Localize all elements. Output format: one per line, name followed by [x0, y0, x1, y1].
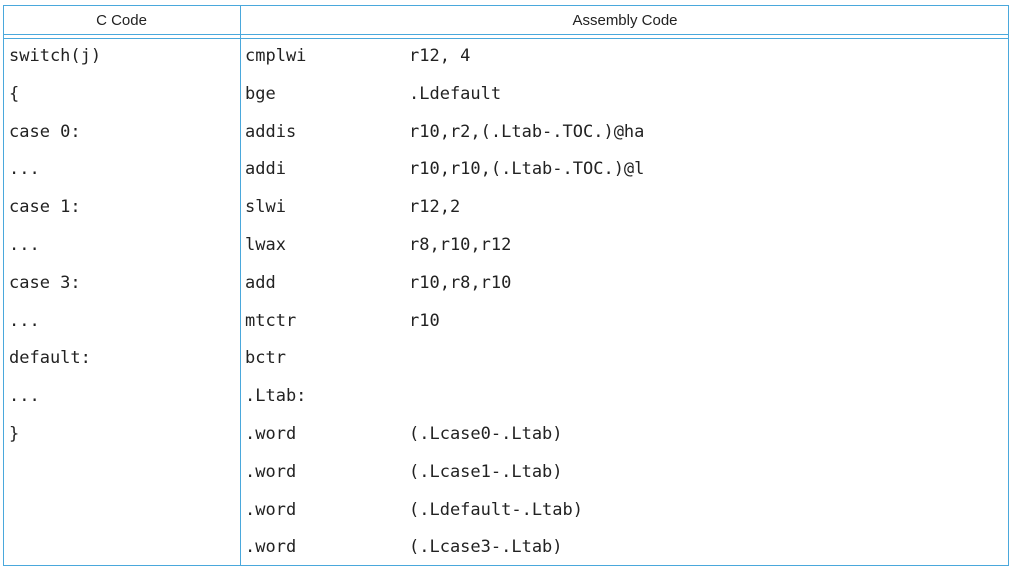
c-code-cell: case 3: [9, 272, 81, 293]
c-code-cell: ... [9, 234, 40, 255]
table-row: { bge .Ldefault [0, 76, 1016, 114]
asm-opcode-cell: mtctr [245, 310, 297, 331]
table-row: } .word (.Lcase0-.Ltab) [0, 416, 1016, 454]
c-code-cell: ... [9, 386, 40, 407]
asm-opcode-cell: lwax [245, 234, 286, 255]
asm-operand-cell: r12, 4 [409, 46, 471, 66]
table-row: .word (.Lcase1-.Ltab) [0, 454, 1016, 492]
table-row: switch(j) cmplwi r12, 4 [0, 38, 1016, 76]
table-row: ... lwax r8,r10,r12 [0, 227, 1016, 265]
asm-opcode-cell: bctr [245, 348, 286, 369]
asm-opcode-cell: cmplwi [245, 46, 307, 66]
table-row: .word (.Lcase3-.Ltab) [0, 529, 1016, 567]
table-body: switch(j) cmplwi r12, 4 { bge .Ldefault case 0… [0, 38, 1016, 567]
asm-operand-cell: r10 [409, 310, 440, 331]
asm-opcode-cell: add [245, 272, 276, 293]
table-row: default: bctr [0, 340, 1016, 378]
c-code-cell: ... [9, 310, 40, 331]
asm-opcode-cell: addis [245, 121, 297, 142]
header-assembly-code: Assembly Code [572, 12, 678, 29]
asm-operand-cell: r10,r8,r10 [409, 272, 512, 293]
table-row: case 0: addis r10,r2,(.Ltab-.TOC.)@ha [0, 114, 1016, 152]
asm-opcode-cell: .word [245, 537, 297, 558]
asm-operand-cell: r10,r10,(.Ltab-.TOC.)@l [409, 159, 645, 180]
code-table [3, 5, 1009, 566]
c-code-cell: default: [9, 348, 91, 369]
header-rule-top [3, 34, 1009, 35]
asm-operand-cell: (.Ldefault-.Ltab) [409, 499, 583, 520]
asm-opcode-cell: .word [245, 461, 297, 482]
c-code-cell: case 0: [9, 121, 81, 142]
header-rule-bottom [3, 38, 1009, 39]
asm-opcode-cell: slwi [245, 197, 286, 218]
asm-operand-cell: (.Lcase3-.Ltab) [409, 537, 563, 558]
asm-opcode-cell: .word [245, 499, 297, 520]
asm-opcode-cell: addi [245, 159, 286, 180]
header-c-code: C Code [96, 12, 147, 29]
column-divider [240, 5, 241, 566]
asm-operand-cell: r8,r10,r12 [409, 234, 512, 255]
c-code-cell: switch(j) [9, 46, 102, 66]
table-row: .word (.Ldefault-.Ltab) [0, 492, 1016, 530]
table-row: ... mtctr r10 [0, 303, 1016, 341]
c-code-cell: case 1: [9, 197, 81, 218]
asm-operand-cell: r12,2 [409, 197, 461, 218]
c-code-cell: ... [9, 159, 40, 180]
asm-operand-cell: .Ldefault [409, 83, 502, 104]
table-row: case 1: slwi r12,2 [0, 189, 1016, 227]
asm-opcode-cell: bge [245, 83, 276, 104]
table-row: ... .Ltab: [0, 378, 1016, 416]
asm-opcode-cell: .Ltab: [245, 386, 307, 407]
c-code-cell: { [9, 83, 20, 104]
table-row: case 3: add r10,r8,r10 [0, 265, 1016, 303]
asm-opcode-cell: .word [245, 423, 297, 444]
asm-operand-cell: r10,r2,(.Ltab-.TOC.)@ha [409, 121, 645, 142]
c-code-cell: } [9, 423, 20, 444]
asm-operand-cell: (.Lcase0-.Ltab) [409, 423, 563, 444]
table-row: ... addi r10,r10,(.Ltab-.TOC.)@l [0, 151, 1016, 189]
asm-operand-cell: (.Lcase1-.Ltab) [409, 461, 563, 482]
